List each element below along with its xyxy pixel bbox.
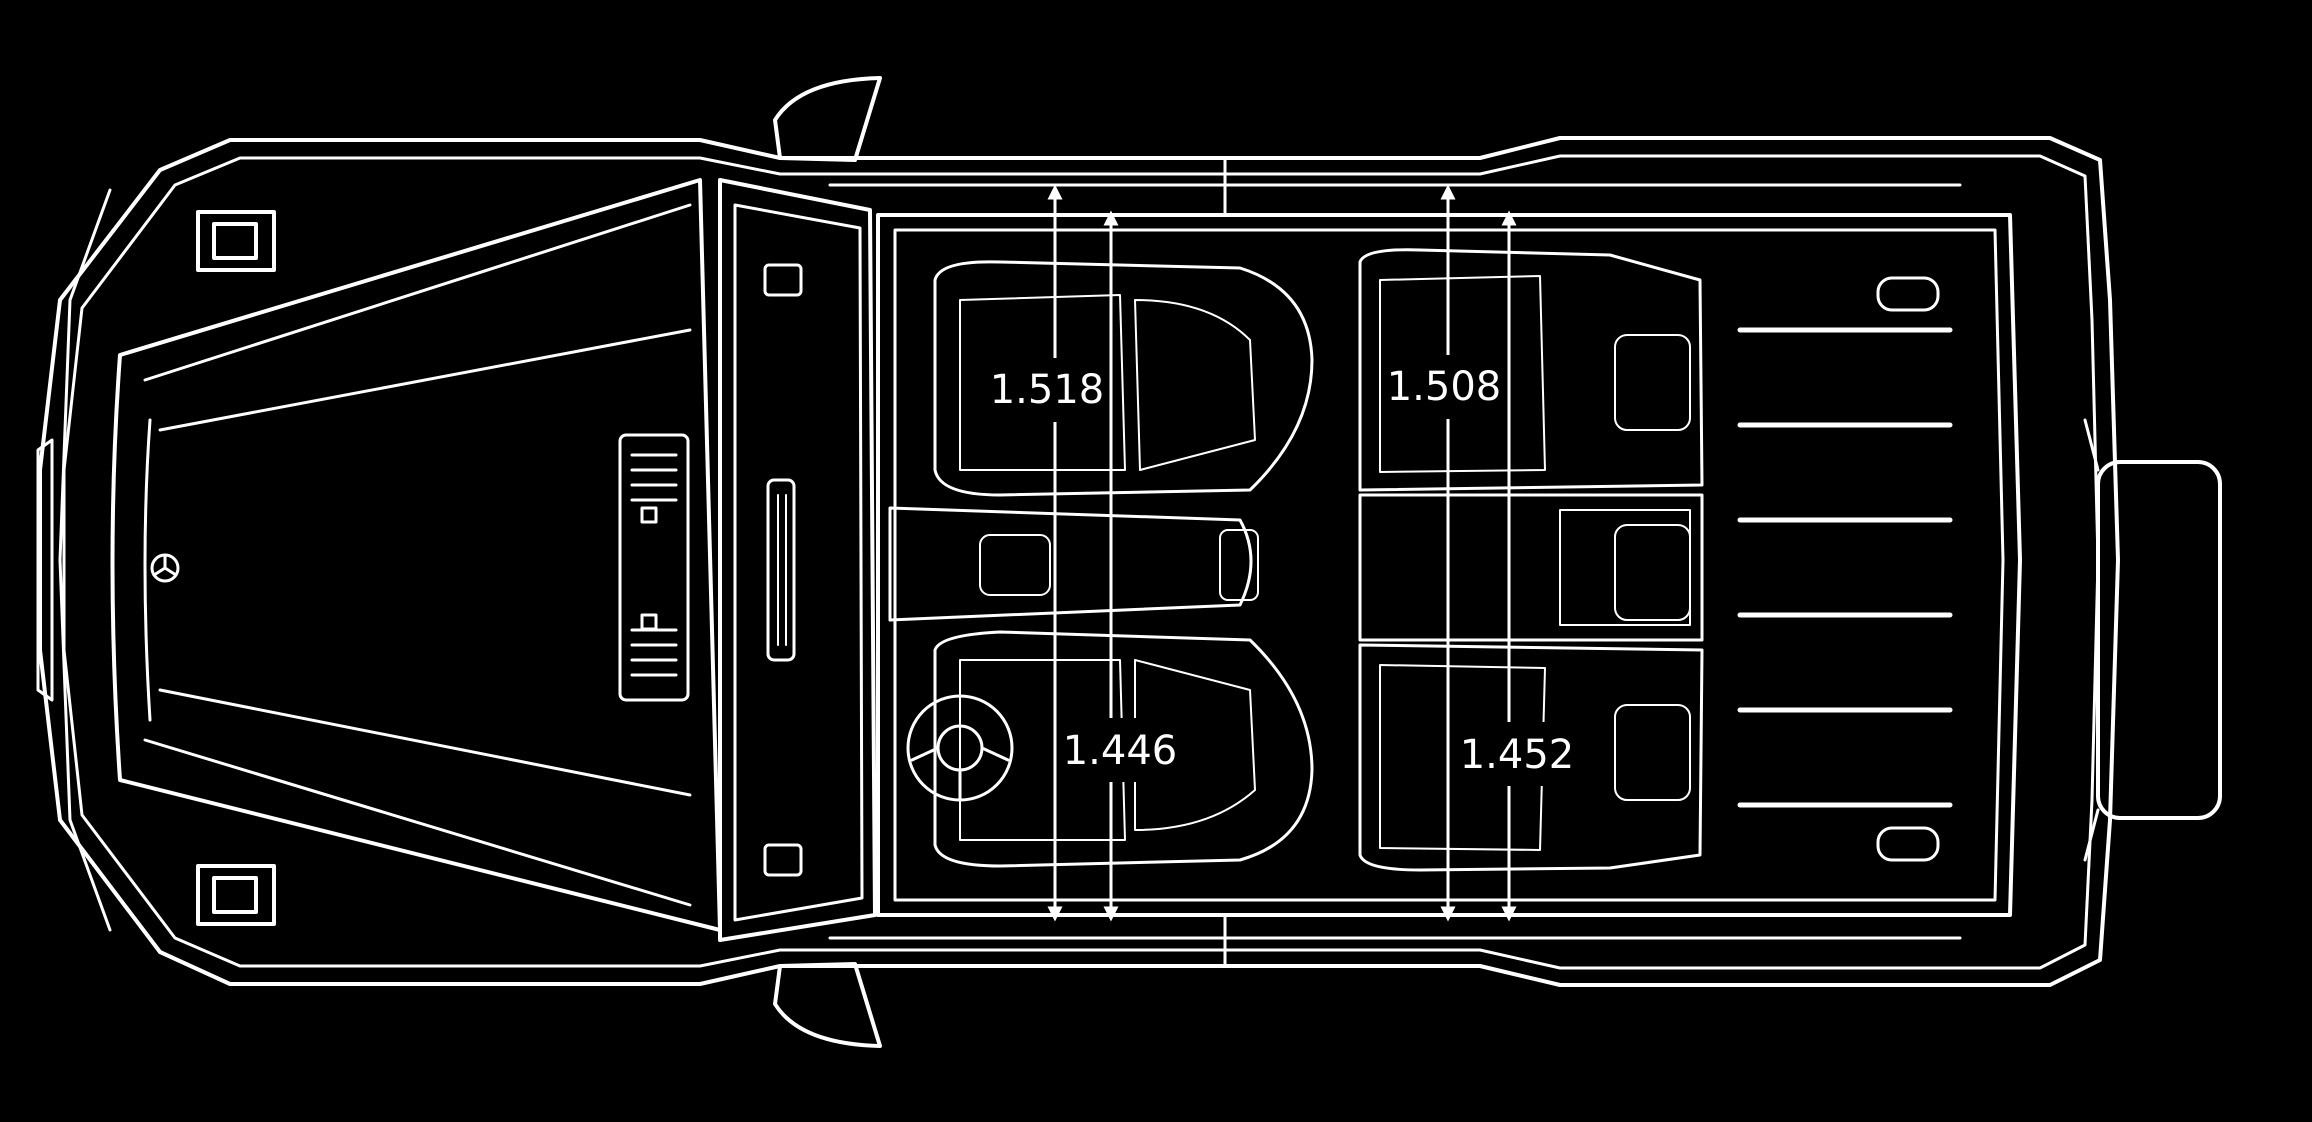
brand-star-icon <box>150 553 180 583</box>
side-mirror-bottom <box>773 962 882 1048</box>
rear-seat-middle <box>1358 493 1704 642</box>
hood-vent <box>618 433 690 702</box>
center-console <box>888 506 1253 622</box>
dimension-label-rear-lower: 1.452 <box>1460 732 1575 778</box>
rear-seat-lower <box>1358 643 1704 872</box>
front-seat-driver-upper <box>933 260 1314 497</box>
spare-wheel <box>2096 460 2222 820</box>
dimension-lines <box>1047 184 1517 922</box>
dimension-label-front-lower: 1.446 <box>1063 728 1178 774</box>
windscreen <box>718 178 877 942</box>
front-seat-passenger-lower <box>933 630 1314 868</box>
front-indicator-right <box>196 864 276 926</box>
side-mirror-top <box>773 76 882 162</box>
steering-wheel <box>906 694 1014 802</box>
dimension-label-front-upper: 1.518 <box>990 367 1105 413</box>
rear-seat-upper <box>1358 248 1704 492</box>
dimension-label-backgrounds <box>987 355 1580 786</box>
body-inner-outline <box>62 154 2100 970</box>
hood <box>110 178 722 932</box>
body-outline <box>38 136 2120 987</box>
cargo-floor <box>1737 327 1953 808</box>
front-indicator-left <box>196 210 276 272</box>
roof <box>876 213 2022 917</box>
front-bumper <box>36 438 54 702</box>
dimension-label-rear-upper: 1.508 <box>1387 364 1502 410</box>
